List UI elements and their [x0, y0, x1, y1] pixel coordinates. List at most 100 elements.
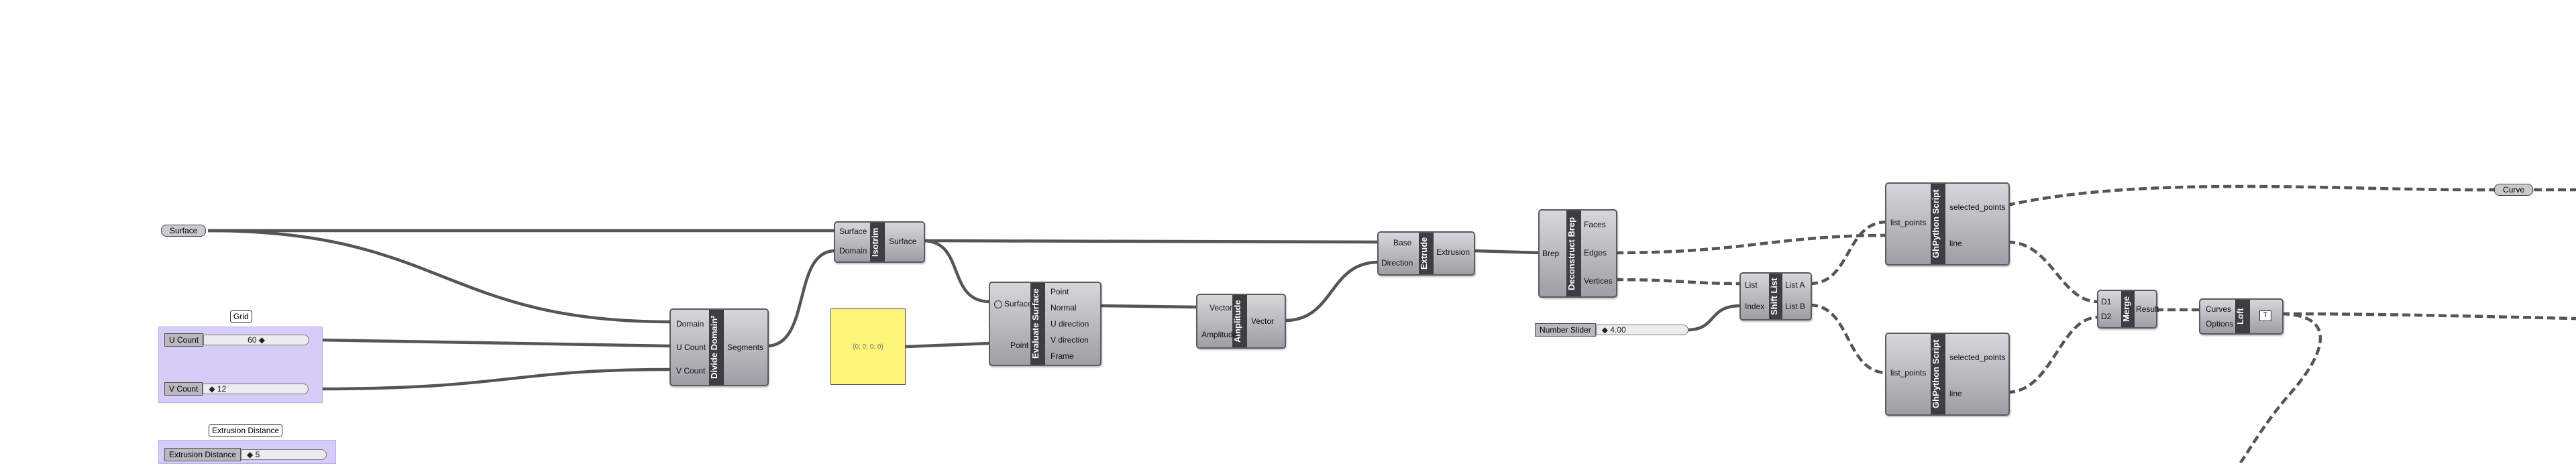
- extrude-component[interactable]: Extrude Base Direction Extrusion: [1377, 231, 1475, 276]
- number-slider[interactable]: Number Slider ◆ 4.00: [1535, 323, 1688, 337]
- v-count-slider[interactable]: V Count ◆ 12: [164, 382, 309, 396]
- group-title-grid: Grid: [230, 310, 252, 323]
- divide-domain-in-domain[interactable]: Domain: [676, 319, 704, 329]
- curve-param-label: Curve: [2503, 185, 2525, 194]
- divide-domain-in-vcount[interactable]: V Count: [676, 366, 706, 375]
- deconstruct-brep-title: Deconstruct Brep: [1566, 211, 1581, 296]
- reparam-icon: [994, 300, 1002, 308]
- eval-out-normal[interactable]: Normal: [1051, 303, 1077, 312]
- extrude-in-base[interactable]: Base: [1393, 238, 1412, 247]
- u-count-value[interactable]: 60 ◆: [203, 335, 310, 345]
- python-top-in-list-points[interactable]: list_points: [1890, 218, 1927, 227]
- wire-shiftB-python: [1809, 303, 1888, 375]
- amplitude-title: Amplitude: [1232, 295, 1247, 347]
- extrusion-distance-slider[interactable]: Extrusion Distance ◆ 5: [164, 448, 327, 461]
- eval-out-udir[interactable]: U direction: [1051, 319, 1089, 329]
- brep-out-faces[interactable]: Faces: [1584, 220, 1606, 229]
- grid-title-text: Grid: [233, 312, 249, 321]
- eval-in-surface-label[interactable]: Surface: [1004, 299, 1032, 308]
- brep-out-edges[interactable]: Edges: [1584, 248, 1607, 257]
- amplitude-component[interactable]: Amplitude Vector Amplitude Vector: [1196, 294, 1286, 349]
- loft-in-curves[interactable]: Curves: [2206, 304, 2232, 314]
- wire-vertices-shift: [1615, 278, 1741, 286]
- shift-list-component[interactable]: Shift List List Index List A List B: [1739, 272, 1812, 321]
- loft-title: Loft: [2235, 300, 2250, 333]
- amplitude-in-amplitude[interactable]: Amplitude: [1201, 330, 1238, 339]
- python-bottom-out-line[interactable]: line: [1949, 389, 1962, 398]
- extrusion-title-text: Extrusion Distance: [212, 426, 280, 435]
- surface-param[interactable]: Surface: [161, 225, 207, 237]
- surface-param-label: Surface: [170, 226, 198, 235]
- wire-amplitude-extrude: [1284, 260, 1379, 323]
- extrusion-distance-value[interactable]: ◆ 5: [241, 449, 327, 460]
- wire-surface-divide: [207, 229, 672, 324]
- eval-in-point[interactable]: Point: [1010, 341, 1029, 350]
- merge-component[interactable]: Merge D1 D2 Result: [2097, 290, 2159, 329]
- eval-out-point[interactable]: Point: [1051, 287, 1069, 296]
- group-title-extrusion: Extrusion Distance: [209, 424, 283, 437]
- ghpython-top-title: GhPython Script: [1931, 184, 1945, 264]
- shift-list-title: Shift List: [1769, 274, 1782, 319]
- eval-out-frame[interactable]: Frame: [1051, 351, 1074, 361]
- wire-edges-python: [1615, 233, 1888, 255]
- extrude-title: Extrude: [1419, 233, 1434, 274]
- python-bottom-in-list-points[interactable]: list_points: [1890, 368, 1927, 378]
- wire-shiftA-python: [1809, 220, 1888, 286]
- python-bottom-out-selected[interactable]: selected_points: [1949, 353, 2006, 362]
- evaluate-surface-component[interactable]: Evaluate Surface Surface Point Point Nor…: [989, 282, 1102, 366]
- wire-loft-out: [2281, 312, 2576, 321]
- v-count-label: V Count: [164, 382, 203, 396]
- brep-in-brep[interactable]: Brep: [1542, 249, 1560, 258]
- divide-domain-component[interactable]: Divide Domain² Domain U Count V Count Se…: [669, 308, 769, 386]
- shift-out-lista[interactable]: List A: [1785, 280, 1805, 290]
- wire-loft-down: [2239, 312, 2322, 463]
- loft-in-options[interactable]: Options: [2206, 319, 2234, 329]
- isotrim-in-domain[interactable]: Domain: [839, 246, 867, 255]
- merge-title: Merge: [2121, 291, 2135, 327]
- wire-isotrim-extrude: [922, 239, 1379, 244]
- ghpython-bottom-component[interactable]: GhPython Script list_points selected_poi…: [1885, 333, 2010, 416]
- shift-in-index[interactable]: Index: [1745, 302, 1765, 311]
- amplitude-out-vector[interactable]: Vector: [1251, 316, 1275, 326]
- wire-divide-isotrim: [766, 249, 836, 348]
- loft-out-icon[interactable]: T: [2259, 310, 2271, 321]
- extrude-in-direction[interactable]: Direction: [1381, 258, 1413, 268]
- deconstruct-brep-component[interactable]: Deconstruct Brep Brep Faces Edges Vertic…: [1538, 209, 1617, 298]
- v-count-value[interactable]: ◆ 12: [203, 384, 309, 394]
- wire-vcount-divide: [318, 367, 672, 391]
- divide-domain-in-ucount[interactable]: U Count: [676, 343, 706, 352]
- u-count-label: U Count: [164, 333, 204, 347]
- wire-panel-eval: [905, 341, 991, 349]
- brep-out-vertices[interactable]: Vertices: [1584, 276, 1613, 286]
- wire-slider-shift: [1686, 304, 1741, 332]
- shift-out-listb[interactable]: List B: [1785, 302, 1806, 311]
- wire-ucount-divide: [318, 338, 672, 348]
- merge-in-d1[interactable]: D1: [2101, 297, 2112, 306]
- wire-line-bottom-merge: [2006, 315, 2099, 394]
- curve-param[interactable]: Curve: [2494, 184, 2534, 196]
- isotrim-in-surface[interactable]: Surface: [839, 227, 867, 236]
- merge-out-result[interactable]: Result: [2136, 304, 2159, 314]
- divide-domain-title: Divide Domain²: [709, 310, 724, 385]
- wire-extrude-brep: [1473, 249, 1541, 255]
- isotrim-component[interactable]: Isotrim Surface Domain Surface: [834, 221, 925, 263]
- yellow-panel[interactable]: {0; 0; 0; 0}: [830, 308, 906, 385]
- isotrim-title: Isotrim: [870, 223, 885, 262]
- eval-in-surface: Surface: [994, 299, 1032, 308]
- extrude-out-extrusion[interactable]: Extrusion: [1436, 247, 1470, 257]
- eval-out-vdir[interactable]: V direction: [1051, 335, 1089, 345]
- isotrim-out-surface[interactable]: Surface: [889, 237, 917, 246]
- python-top-out-line[interactable]: line: [1949, 239, 1962, 248]
- amplitude-in-vector[interactable]: Vector: [1210, 303, 1233, 312]
- shift-in-list[interactable]: List: [1745, 280, 1758, 290]
- divide-domain-out-segments[interactable]: Segments: [727, 343, 764, 352]
- loft-component[interactable]: Curves Options Loft T: [2199, 298, 2284, 335]
- number-slider-value[interactable]: ◆ 4.00: [1595, 325, 1688, 335]
- python-top-out-selected[interactable]: selected_points: [1949, 202, 2006, 212]
- u-count-slider[interactable]: U Count 60 ◆: [164, 333, 310, 347]
- ghpython-bottom-title: GhPython Script: [1931, 334, 1945, 414]
- merge-in-d2[interactable]: D2: [2101, 312, 2112, 321]
- ghpython-top-component[interactable]: GhPython Script list_points selected_poi…: [1885, 182, 2010, 266]
- number-slider-label: Number Slider: [1535, 323, 1596, 337]
